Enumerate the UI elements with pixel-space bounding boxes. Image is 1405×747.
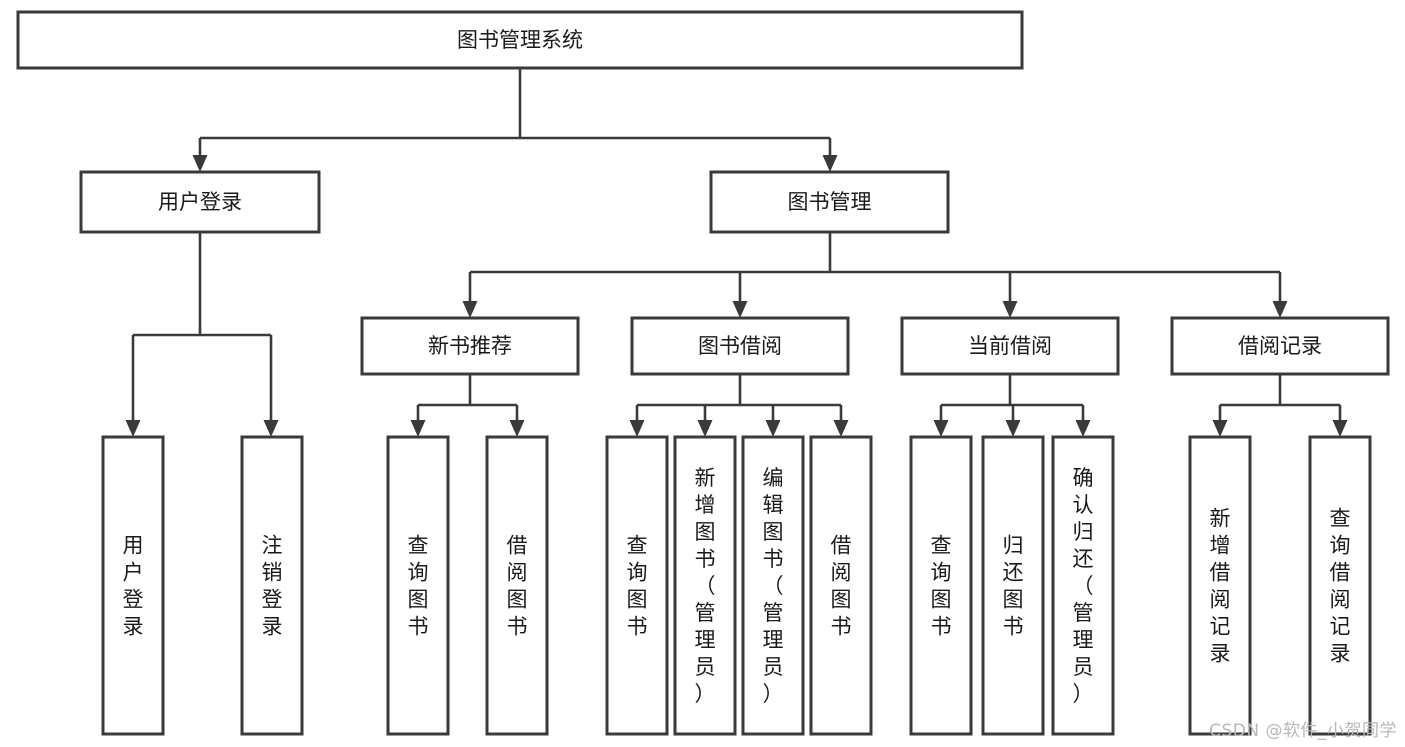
node-leaf-query-record[interactable]: 查询借阅记录: [1308, 435, 1372, 736]
arrow-head-icon: [509, 420, 525, 437]
node-label: 借阅记录: [1238, 334, 1322, 358]
node-label: 查询图书: [408, 534, 429, 639]
node-current-borrow[interactable]: 当前借阅: [900, 316, 1120, 376]
arrow-head-icon: [697, 420, 713, 437]
connector-borrow-record-split: [1212, 374, 1348, 437]
connector-book-borrow-split: [629, 374, 849, 437]
arrow-head-icon: [263, 420, 279, 437]
node-new-book-rec[interactable]: 新书推荐: [360, 316, 580, 376]
connector-book-manage-split: [462, 232, 1288, 318]
node-label: 新增图书（管理员）: [695, 466, 716, 706]
node-label: 新增借阅记录: [1210, 507, 1231, 666]
node-label: 用户登录: [123, 534, 144, 639]
node-leaf-confirm-return[interactable]: 确认归还（管理员）: [1051, 435, 1115, 736]
node-book-manage[interactable]: 图书管理: [709, 170, 950, 234]
node-label: 归还图书: [1003, 534, 1024, 639]
connector-current-borrow-split: [933, 374, 1091, 437]
connector-root-split: [192, 68, 838, 172]
node-label: 用户登录: [158, 190, 242, 214]
arrow-head-icon: [732, 301, 748, 318]
arrow-head-icon: [410, 420, 426, 437]
node-borrow-record[interactable]: 借阅记录: [1170, 316, 1390, 376]
node-leaf-logout[interactable]: 注销登录: [240, 435, 304, 736]
node-user-login[interactable]: 用户登录: [79, 170, 321, 234]
arrow-head-icon: [833, 420, 849, 437]
watermark-label: CSDN @软件_小贺同学: [1209, 721, 1397, 741]
nodes-layer: 图书管理系统用户登录图书管理新书推荐图书借阅当前借阅借阅记录用户登录注销登录查询…: [16, 10, 1390, 736]
node-leaf-query-book-2[interactable]: 查询图书: [605, 435, 669, 736]
node-leaf-return-book[interactable]: 归还图书: [981, 435, 1045, 736]
connectors-layer: [125, 68, 1348, 437]
node-leaf-add-book[interactable]: 新增图书（管理员）: [673, 435, 737, 736]
node-label: 查询图书: [627, 534, 648, 639]
node-leaf-add-record[interactable]: 新增借阅记录: [1188, 435, 1252, 736]
arrow-head-icon: [462, 301, 478, 318]
node-leaf-borrow-book-2[interactable]: 借阅图书: [809, 435, 873, 736]
arrow-head-icon: [125, 420, 141, 437]
node-label: 借阅图书: [507, 534, 528, 639]
node-label: 确认归还（管理员）: [1073, 466, 1094, 706]
arrow-head-icon: [629, 420, 645, 437]
node-label: 借阅图书: [831, 534, 852, 639]
node-leaf-query-book-1[interactable]: 查询图书: [386, 435, 450, 736]
connector-new-book-rec-split: [410, 374, 525, 437]
arrow-head-icon: [1212, 420, 1228, 437]
node-leaf-query-book-3[interactable]: 查询图书: [909, 435, 973, 736]
node-label: 图书借阅: [698, 334, 782, 358]
node-label: 编辑图书（管理员）: [763, 466, 784, 706]
arrow-head-icon: [822, 155, 838, 172]
arrow-head-icon: [1332, 420, 1348, 437]
node-root[interactable]: 图书管理系统: [16, 10, 1024, 70]
node-label: 当前借阅: [968, 334, 1052, 358]
node-leaf-borrow-book-1[interactable]: 借阅图书: [485, 435, 549, 736]
connector-user-login-split: [125, 232, 279, 437]
node-label: 图书管理系统: [457, 28, 583, 52]
node-label: 查询图书: [931, 534, 952, 639]
arrow-head-icon: [765, 420, 781, 437]
node-leaf-user-login[interactable]: 用户登录: [101, 435, 165, 736]
arrow-head-icon: [192, 155, 208, 172]
arrow-head-icon: [1272, 301, 1288, 318]
arrow-head-icon: [1002, 301, 1018, 318]
node-label: 图书管理: [788, 190, 872, 214]
arrow-head-icon: [1005, 420, 1021, 437]
arrow-head-icon: [1075, 420, 1091, 437]
arrow-head-icon: [933, 420, 949, 437]
node-book-borrow[interactable]: 图书借阅: [630, 316, 850, 376]
node-label: 查询借阅记录: [1330, 507, 1351, 666]
node-label: 注销登录: [262, 534, 283, 639]
node-leaf-edit-book[interactable]: 编辑图书（管理员）: [741, 435, 805, 736]
node-label: 新书推荐: [428, 334, 512, 358]
